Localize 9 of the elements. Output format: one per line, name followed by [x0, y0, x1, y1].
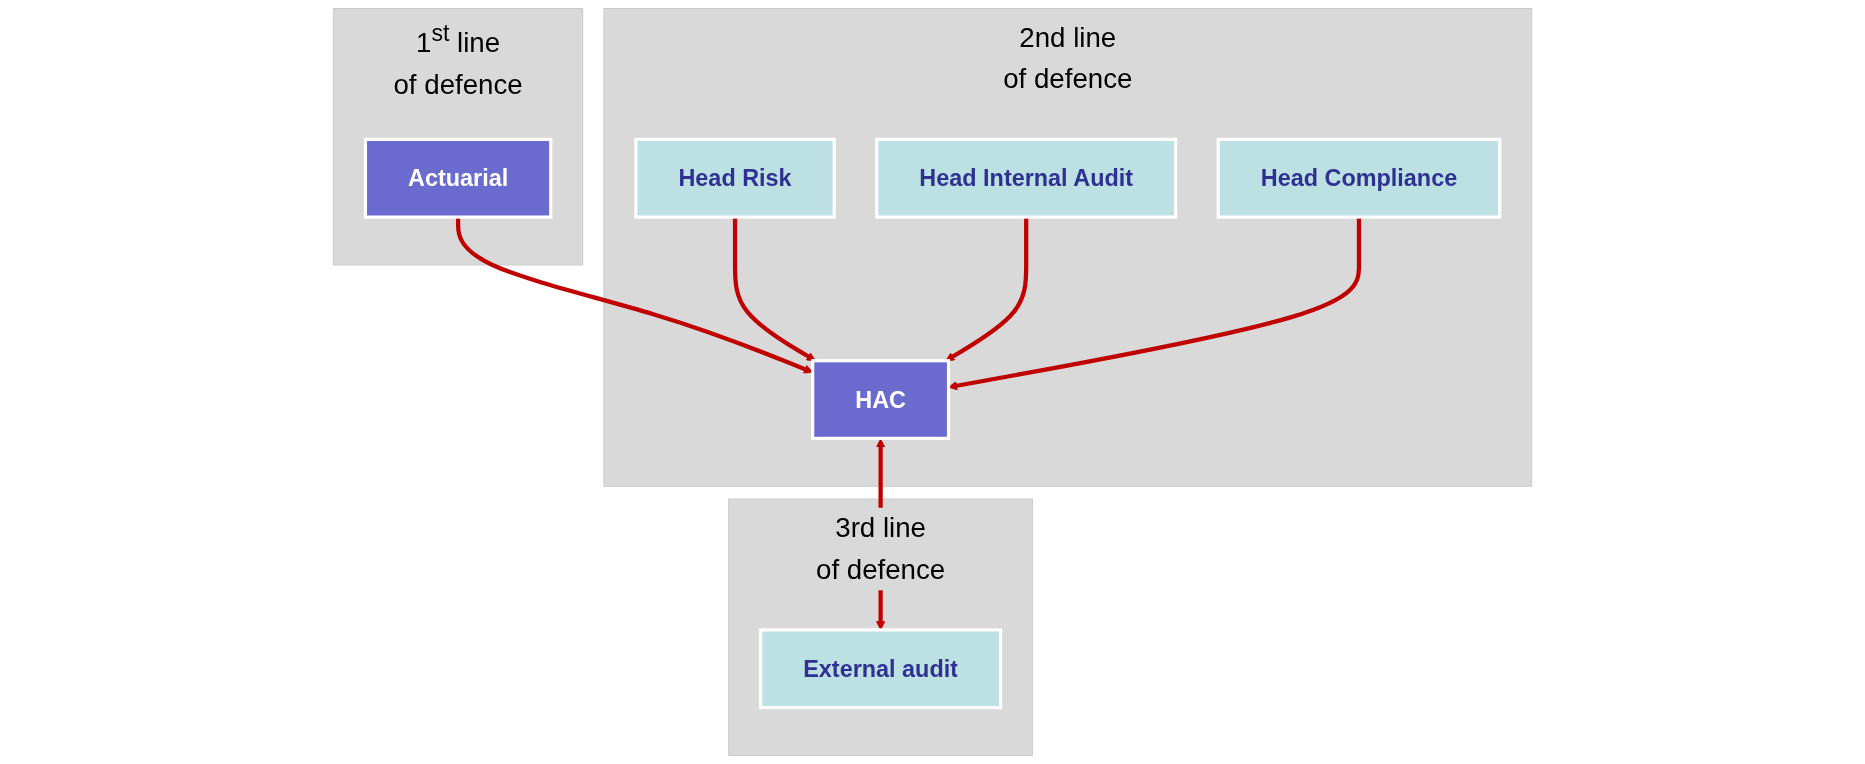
node-box: External audit	[758, 628, 1003, 710]
node-box: Head Compliance	[1216, 137, 1502, 219]
node-box: Head Internal Audit	[875, 137, 1178, 219]
node-box: Head Risk	[634, 137, 836, 219]
node-box: HAC	[811, 359, 951, 440]
arrow	[945, 217, 1029, 362]
arrow	[732, 217, 816, 362]
node-box: Actuarial	[363, 137, 553, 219]
arrow	[455, 217, 814, 374]
